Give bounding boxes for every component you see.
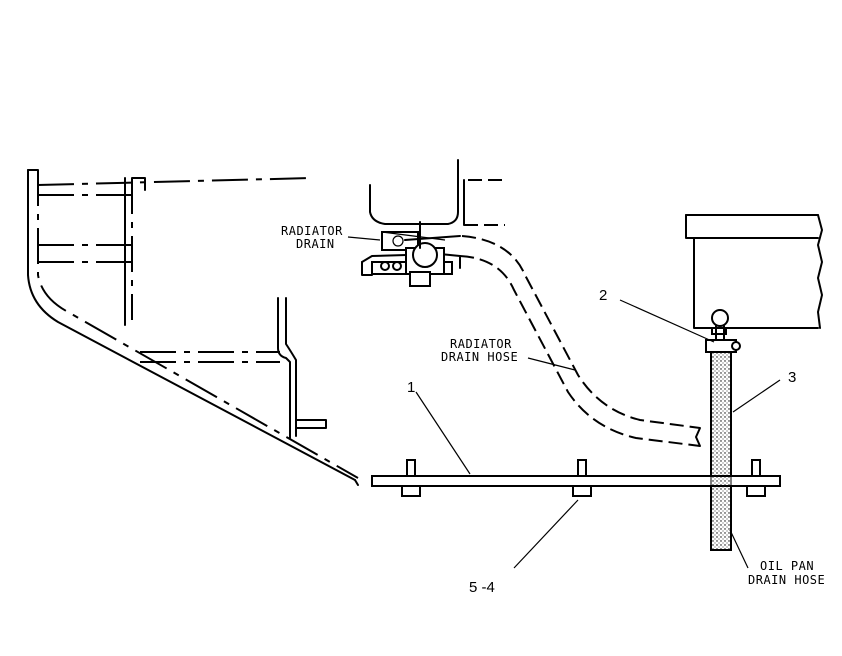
- radiator-hose-label-line2: DRAIN HOSE: [441, 350, 518, 364]
- bolt-middle: [572, 459, 592, 497]
- callout-3: 3: [788, 369, 796, 386]
- oil-pan-drain-hose: [705, 339, 741, 551]
- radiator-drain-label-line2: DRAIN: [296, 237, 335, 251]
- leader-lines: [347, 231, 781, 569]
- radiator-assembly: [361, 159, 505, 287]
- mid-support-bracket: [140, 297, 327, 439]
- callout-5-4: 5 -4: [469, 579, 495, 596]
- bolt-right: [746, 459, 766, 497]
- left-frame-bracket: [27, 169, 359, 486]
- callout-2: 2: [599, 287, 607, 304]
- oil-pan: [685, 214, 823, 343]
- oil-pan-label-line1: OIL PAN: [760, 559, 814, 573]
- oil-pan-label-line2: DRAIN HOSE: [748, 573, 825, 587]
- radiator-drain-hose: [459, 235, 701, 447]
- radiator-drain-label-line1: RADIATOR: [281, 224, 343, 238]
- radiator-hose-label-line1: RADIATOR: [450, 337, 512, 351]
- bracket-plate: [371, 459, 781, 497]
- bolt-left: [401, 459, 421, 497]
- callout-1: 1: [407, 379, 415, 396]
